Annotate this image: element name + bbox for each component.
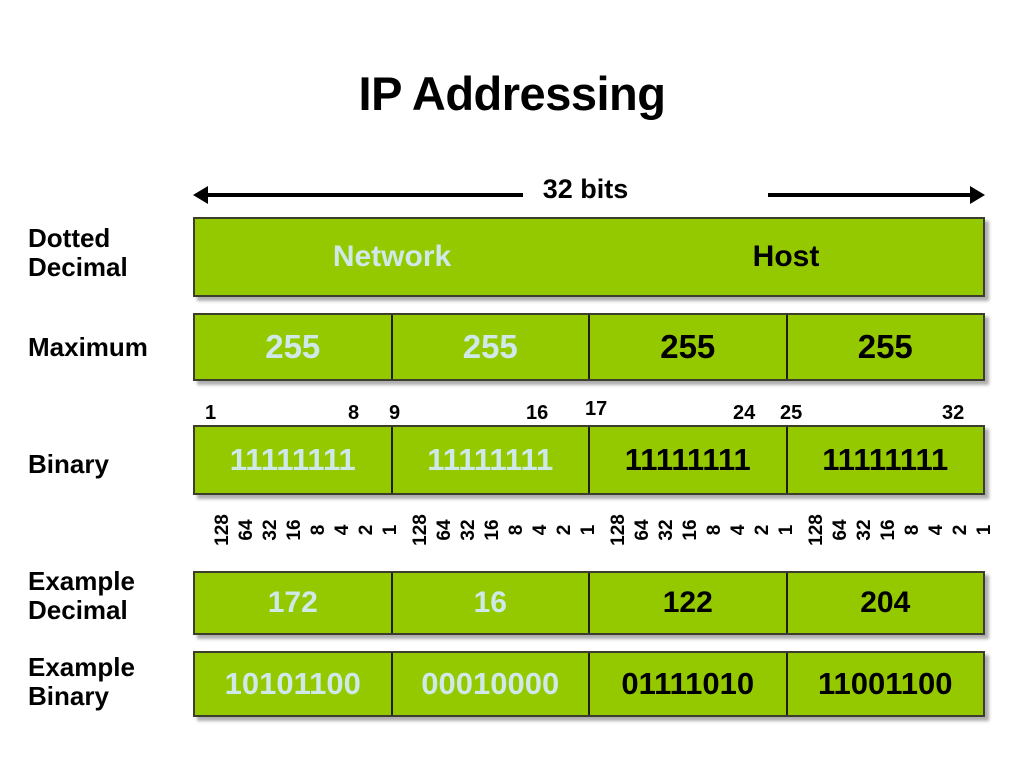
row-label-binary-text: Binary: [28, 449, 109, 479]
width-annotation: 32 bits: [193, 172, 985, 206]
cell-binary-octet-4: 11111111: [822, 442, 949, 477]
cell-example-binary-octet-2: 00010000: [393, 653, 590, 715]
place-value-128: 128: [199, 500, 233, 556]
row-label-dotted-decimal: Dotted Decimal: [28, 224, 193, 282]
bit-tick-25: 25: [780, 402, 803, 424]
cell-network: Network: [332, 240, 452, 273]
cell-example-binary-octet-4: 11001100: [817, 666, 953, 701]
place-value-4: 4: [319, 500, 353, 556]
cell-example-decimal-octet-4: 204: [860, 586, 911, 619]
place-value-8: 8: [691, 500, 725, 556]
place-value-32: 32: [247, 500, 281, 556]
place-value-4: 4: [517, 500, 551, 556]
place-value-16: 16: [271, 500, 305, 556]
bit-number-ruler: 1 8 9 16 17 24 25 32: [193, 396, 985, 424]
place-value-128: 128: [595, 500, 629, 556]
place-value-4: 4: [913, 500, 947, 556]
cell-example-decimal-octet-1: 172: [195, 573, 393, 633]
place-value-8: 8: [889, 500, 923, 556]
place-value-128: 128: [397, 500, 431, 556]
arrow-line-left: [205, 193, 523, 197]
place-value-64: 64: [817, 500, 851, 556]
bit-tick-1: 1: [205, 402, 217, 424]
place-value-16: 16: [667, 500, 701, 556]
place-value-64: 64: [619, 500, 653, 556]
cell-example-binary-octet-3: 01111010: [590, 653, 788, 715]
bit-tick-17: 17: [585, 398, 608, 420]
place-value-64: 64: [223, 500, 257, 556]
place-value-1: 1: [367, 500, 401, 556]
bar-dotted-decimal: Network Host: [193, 217, 985, 297]
row-label-example-decimal: Example Decimal: [28, 567, 193, 625]
place-value-2: 2: [739, 500, 773, 556]
cell-binary-octet-2: 11111111: [393, 427, 590, 493]
place-value-1: 1: [565, 500, 599, 556]
cell-host: Host: [752, 240, 820, 273]
place-value-32: 32: [643, 500, 677, 556]
row-label-example-binary-line1: Example: [28, 652, 135, 682]
bar-binary: 11111111 11111111 11111111 11111111: [193, 425, 985, 495]
row-label-maximum-text: Maximum: [28, 332, 148, 362]
right-arrowhead-icon: [970, 186, 985, 204]
bit-tick-32: 32: [942, 402, 965, 424]
row-label-binary: Binary: [28, 450, 193, 479]
cell-maximum-octet-1: 255: [195, 315, 393, 379]
cell-binary-octet-3: 11111111: [590, 427, 788, 493]
place-value-16: 16: [469, 500, 503, 556]
place-value-2: 2: [937, 500, 971, 556]
cell-maximum-octet-3: 255: [590, 315, 788, 379]
place-value-label: 1: [974, 524, 995, 536]
row-label-example-binary-line2: Binary: [28, 681, 109, 711]
place-value-64: 64: [421, 500, 455, 556]
cell-maximum-octet-4: 255: [857, 328, 913, 365]
cell-example-decimal-octet-2: 16: [393, 573, 590, 633]
row-label-dotted-decimal-line1: Dotted: [28, 223, 111, 253]
bit-tick-24: 24: [733, 402, 756, 424]
bit-tick-9: 9: [389, 402, 401, 424]
place-value-1: 1: [763, 500, 797, 556]
bar-example-binary: 10101100 00010000 01111010 11001100: [193, 651, 985, 717]
cell-binary-octet-1: 11111111: [195, 427, 393, 493]
place-value-8: 8: [493, 500, 527, 556]
place-value-1: 1: [961, 500, 995, 556]
bits-label: 32 bits: [523, 172, 648, 206]
place-value-2: 2: [343, 500, 377, 556]
place-value-16: 16: [865, 500, 899, 556]
bit-tick-8: 8: [348, 402, 360, 424]
row-label-example-binary: Example Binary: [28, 653, 193, 711]
cell-example-decimal-octet-3: 122: [590, 573, 788, 633]
place-value-128: 128: [793, 500, 827, 556]
row-label-example-decimal-line1: Example: [28, 566, 135, 596]
row-label-dotted-decimal-line2: Decimal: [28, 252, 128, 282]
row-label-maximum: Maximum: [28, 333, 193, 362]
arrow-line-right: [768, 193, 973, 197]
bit-tick-16: 16: [526, 402, 549, 424]
cell-maximum-octet-2: 255: [393, 315, 590, 379]
left-arrowhead-icon: [193, 186, 208, 204]
row-label-example-decimal-line2: Decimal: [28, 595, 128, 625]
bar-maximum: 255 255 255 255: [193, 313, 985, 381]
page-title: IP Addressing: [358, 67, 666, 120]
cell-example-binary-octet-1: 10101100: [195, 653, 393, 715]
place-value-4: 4: [715, 500, 749, 556]
place-value-32: 32: [445, 500, 479, 556]
place-value-32: 32: [841, 500, 875, 556]
place-value-2: 2: [541, 500, 575, 556]
place-value-8: 8: [295, 500, 329, 556]
bar-example-decimal: 172 16 122 204: [193, 571, 985, 635]
